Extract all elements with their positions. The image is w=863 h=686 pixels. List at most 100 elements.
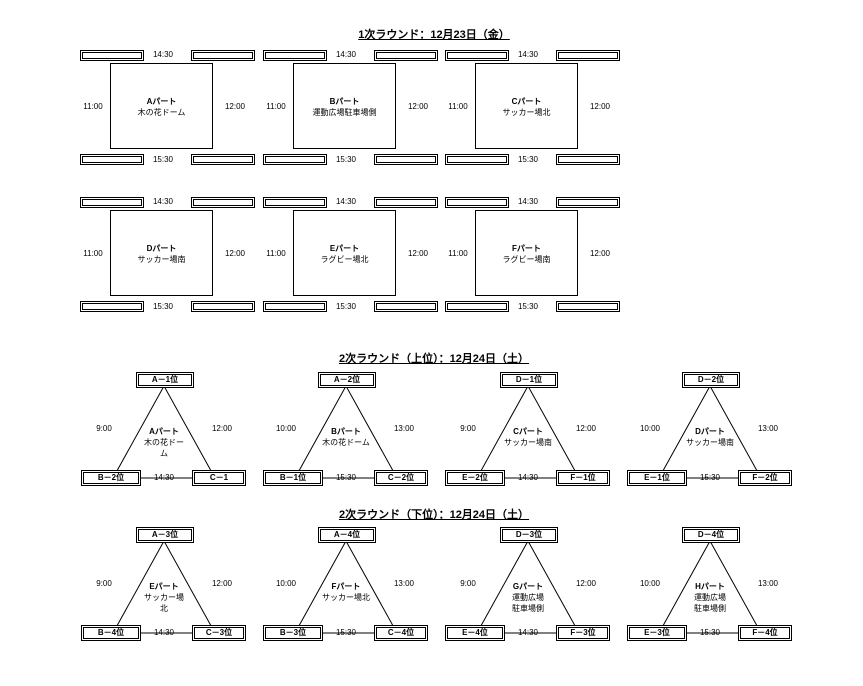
top-seed-box: D－2位	[684, 374, 738, 386]
top-time: 14:30	[517, 197, 539, 206]
top-time: 14:30	[152, 197, 174, 206]
bottom-time: 15:30	[699, 473, 721, 482]
left-time: 9:00	[96, 579, 112, 588]
left-time: 11:00	[83, 102, 103, 111]
part-venue-line1: サッカー場	[144, 593, 184, 602]
bottom-left-seed-box: B－3位	[265, 627, 321, 639]
bottom-time: 14:30	[153, 473, 175, 482]
slot-box	[556, 154, 620, 165]
part-center: Gパート運動広場駐車場側	[512, 581, 544, 614]
bottom-time: 15:30	[335, 473, 357, 482]
slot-box	[556, 197, 620, 208]
left-time: 10:00	[275, 579, 297, 588]
part-venue: サッカー場南	[137, 255, 186, 264]
slot-box	[445, 197, 509, 208]
slot-box	[80, 50, 144, 61]
part-center: Fパートサッカー場北	[322, 581, 370, 603]
right-time: 12:00	[407, 249, 429, 258]
slot-box	[374, 197, 438, 208]
part-center: Eパートサッカー場北	[144, 581, 184, 614]
slot-box	[80, 301, 144, 312]
part-center: Dパートサッカー場南	[686, 426, 734, 448]
part-venue: 運動広場駐車場側	[312, 108, 377, 117]
part-center: Aパート木の花ドーム	[144, 426, 184, 459]
right-time: 12:00	[211, 579, 233, 588]
slot-box	[445, 301, 509, 312]
part-venue: サッカー場北	[502, 108, 551, 117]
left-time: 9:00	[96, 424, 112, 433]
part-venue: ラグビー場南	[502, 255, 551, 264]
bottom-time: 15:30	[517, 302, 539, 311]
slot-box	[263, 154, 327, 165]
left-time: 10:00	[275, 424, 297, 433]
slot-box	[191, 154, 255, 165]
part-center: Bパート木の花ドーム	[322, 426, 370, 448]
part-name: Fパート	[331, 582, 361, 591]
part-venue-line2: 北	[160, 604, 168, 613]
part-name: Eパート	[149, 582, 179, 591]
triangle-shape	[476, 539, 580, 634]
bottom-right-seed-box: F－4位	[740, 627, 790, 639]
part-venue-line2: 駐車場側	[512, 604, 544, 613]
bottom-right-seed-box: F－1位	[558, 472, 608, 484]
part-name: Bパート	[331, 427, 361, 436]
right-time: 12:00	[575, 424, 597, 433]
slot-box	[191, 50, 255, 61]
part-name: Fパート	[512, 244, 541, 253]
part-center: Hパート運動広場駐車場側	[694, 581, 726, 614]
part-venue-line2: ム	[160, 449, 168, 458]
slot-box	[191, 301, 255, 312]
slot-box	[556, 50, 620, 61]
slot-box	[374, 154, 438, 165]
part-name: Cパート	[511, 97, 542, 106]
bottom-left-seed-box: B－1位	[265, 472, 321, 484]
part-square: Fパートラグビー場南	[475, 210, 578, 296]
right-time: 12:00	[407, 102, 429, 111]
bottom-time: 15:30	[699, 628, 721, 637]
top-seed-box: A－3位	[138, 529, 192, 541]
left-time: 11:00	[266, 102, 286, 111]
left-time: 11:00	[266, 249, 286, 258]
left-time: 11:00	[448, 102, 468, 111]
slot-box	[374, 301, 438, 312]
bottom-right-seed-box: C－1	[194, 472, 244, 484]
part-venue-line1: サッカー場南	[686, 438, 734, 447]
part-square: Eパートラグビー場北	[293, 210, 396, 296]
right-time: 13:00	[757, 424, 779, 433]
top-time: 14:30	[152, 50, 174, 59]
part-square: Bパート運動広場駐車場側	[293, 63, 396, 149]
part-name: Cパート	[513, 427, 543, 436]
left-time: 10:00	[639, 424, 661, 433]
right-time: 12:00	[224, 102, 246, 111]
slot-box	[80, 154, 144, 165]
triangle-shape	[476, 384, 580, 479]
top-time: 14:30	[335, 50, 357, 59]
part-venue-line1: サッカー場南	[504, 438, 552, 447]
part-venue-line1: 運動広場	[512, 593, 544, 602]
round1-title: 1次ラウンド：12月23日（金）	[358, 29, 510, 41]
part-name: Eパート	[329, 244, 360, 253]
left-time: 11:00	[83, 249, 103, 258]
bottom-left-seed-box: B－2位	[83, 472, 139, 484]
triangle-shape	[658, 384, 762, 479]
left-time: 9:00	[460, 579, 476, 588]
slot-box	[263, 301, 327, 312]
part-venue-line1: 木の花ドーム	[322, 438, 370, 447]
bottom-left-seed-box: E－2位	[447, 472, 503, 484]
slot-box	[263, 197, 327, 208]
part-square: Aパート木の花ドーム	[110, 63, 213, 149]
slot-box	[374, 50, 438, 61]
right-time: 12:00	[575, 579, 597, 588]
part-venue: ラグビー場北	[320, 255, 369, 264]
part-name: Gパート	[512, 582, 544, 591]
round2-upper-title: 2次ラウンド（上位）：12月24日（土）	[338, 353, 530, 365]
slot-box	[556, 301, 620, 312]
right-time: 12:00	[211, 424, 233, 433]
right-time: 13:00	[393, 424, 415, 433]
top-time: 14:30	[335, 197, 357, 206]
bottom-right-seed-box: C－3位	[194, 627, 244, 639]
bottom-right-seed-box: F－2位	[740, 472, 790, 484]
bottom-time: 15:30	[335, 628, 357, 637]
bottom-left-seed-box: E－4位	[447, 627, 503, 639]
top-time: 14:30	[517, 50, 539, 59]
